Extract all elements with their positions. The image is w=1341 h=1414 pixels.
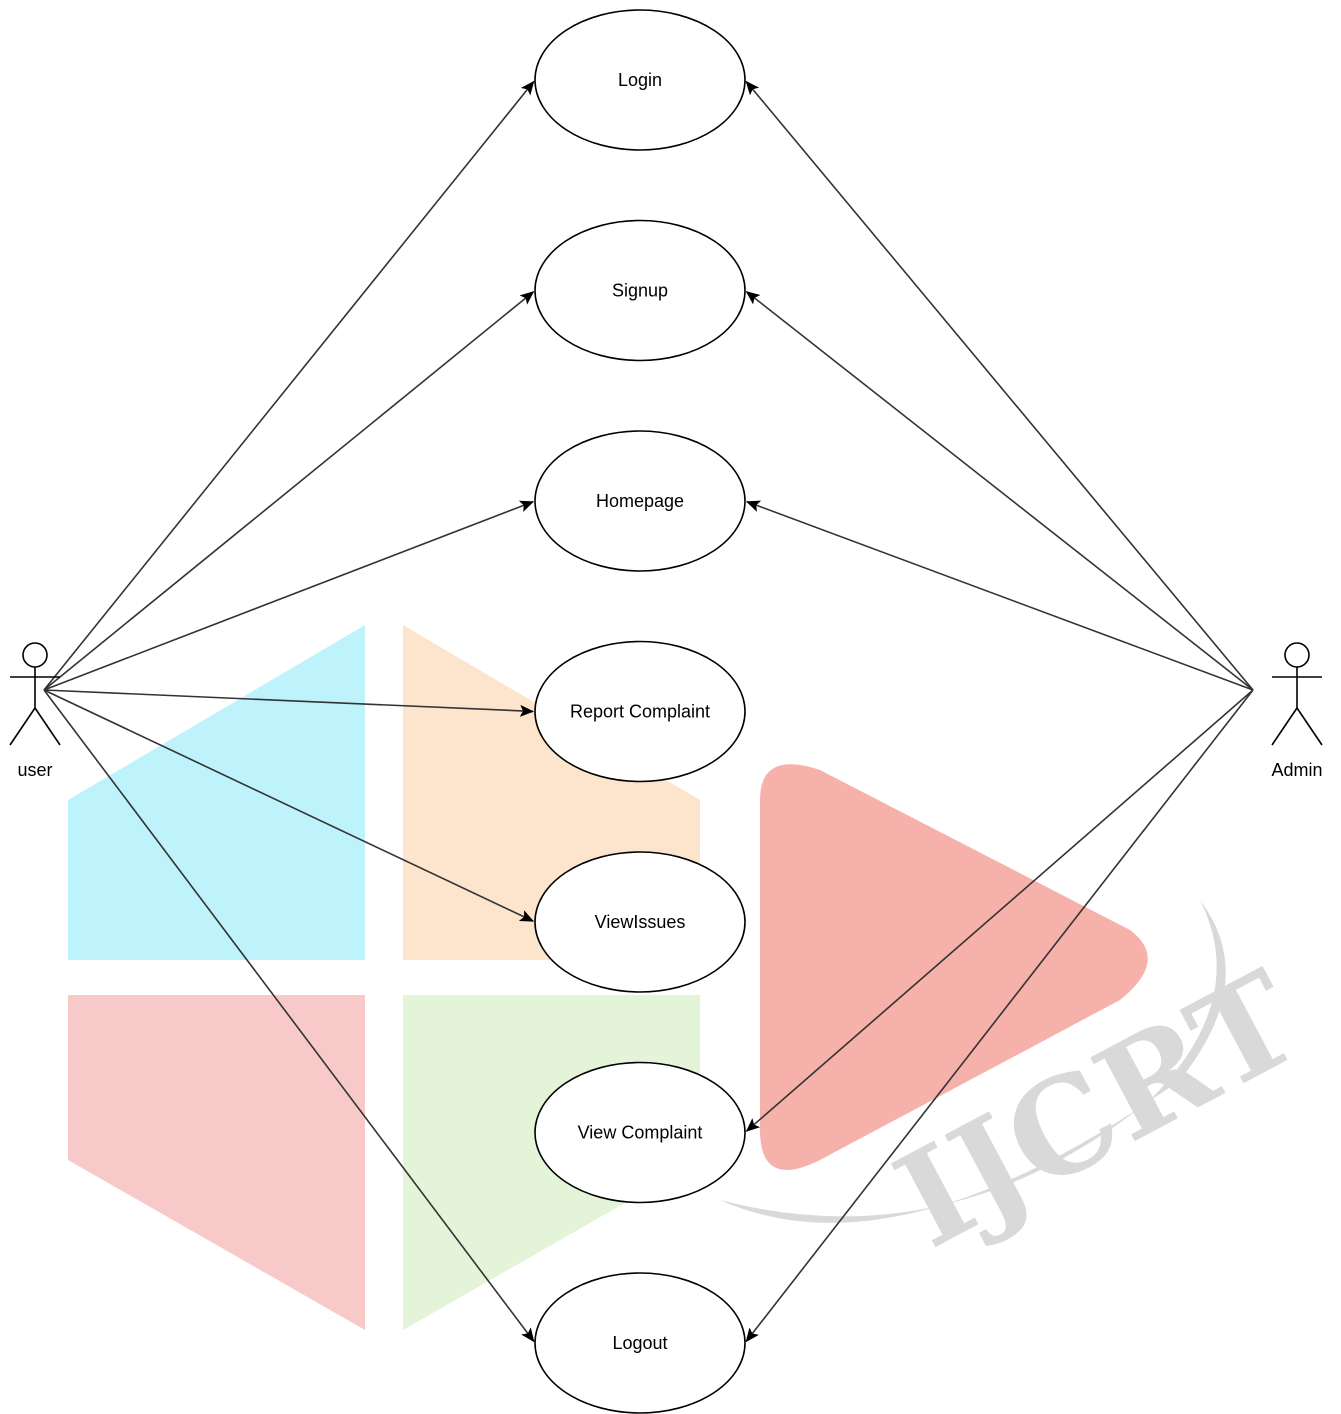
edge-admin-login	[745, 80, 1254, 691]
actor-user-head	[22, 642, 48, 668]
watermark-blue-panel	[68, 625, 365, 960]
edge-admin-logout	[745, 689, 1254, 1343]
use-case-label-report-complaint: Report Complaint	[570, 702, 710, 722]
actor-admin-label: Admin	[1271, 760, 1322, 780]
edge-user-login	[43, 80, 535, 691]
actor-admin-head	[1284, 642, 1310, 668]
use-case-label-logout: Logout	[612, 1333, 667, 1353]
use-case-logout	[534, 1272, 746, 1414]
actor-admin: Admin	[1271, 642, 1323, 780]
watermark-red-panel	[68, 995, 365, 1330]
edge-user-signup	[43, 291, 535, 691]
actor-user-label: user	[17, 760, 52, 780]
edge-user-report-complaint	[43, 689, 535, 717]
use-case-view-complaint	[534, 1061, 746, 1204]
use-case-homepage	[534, 430, 746, 572]
use-case-signup	[534, 219, 746, 362]
use-case-label-signup: Signup	[612, 281, 668, 301]
use-case-label-view-issues: ViewIssues	[595, 912, 686, 932]
use-case-label-homepage: Homepage	[596, 491, 684, 511]
associations	[43, 80, 1254, 1343]
edge-admin-homepage	[745, 500, 1254, 691]
actor-admin-left-leg	[1271, 707, 1298, 746]
use-case-view-issues	[534, 851, 746, 993]
edge-user-homepage	[43, 500, 535, 691]
edge-admin-signup	[745, 291, 1254, 691]
use-case-label-login: Login	[618, 70, 662, 90]
use-case-label-view-complaint: View Complaint	[578, 1123, 703, 1143]
edge-user-view-issues	[43, 689, 535, 922]
use-case-login	[534, 9, 746, 151]
actor-admin-right-leg	[1296, 707, 1323, 746]
watermark-play-shape	[760, 764, 1148, 1170]
edge-user-logout	[43, 689, 535, 1343]
actor-user-right-leg	[34, 707, 61, 746]
edge-admin-view-complaint	[745, 689, 1254, 1132]
actor-user-left-leg	[9, 707, 36, 746]
actor-user: user	[9, 642, 61, 780]
use-case-report-complaint	[534, 640, 746, 783]
